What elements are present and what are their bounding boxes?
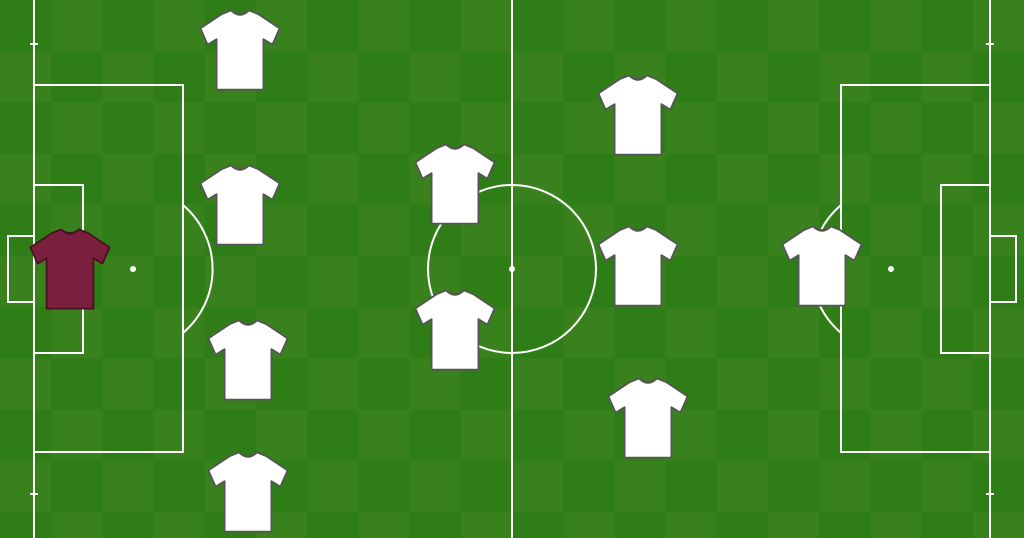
shirt-icon: [414, 143, 496, 225]
shirt-icon: [597, 74, 679, 156]
shirt-icon: [781, 225, 863, 307]
shirt-icon: [607, 377, 689, 459]
shirt-icon: [414, 289, 496, 371]
player-shirt-midfielder-3[interactable]: [590, 70, 686, 160]
player-shirt-midfielder-1[interactable]: [407, 139, 503, 229]
player-shirt-defender-2[interactable]: [192, 160, 288, 250]
player-shirt-midfielder-4[interactable]: [590, 221, 686, 311]
shirt-icon: [597, 225, 679, 307]
shirt-icon: [207, 451, 289, 533]
player-shirt-midfielder-5[interactable]: [600, 373, 696, 463]
player-shirt-defender-3[interactable]: [200, 315, 296, 405]
shirt-icon: [199, 9, 281, 91]
player-shirt-goalkeeper[interactable]: [22, 224, 118, 314]
player-shirt-defender-4[interactable]: [200, 447, 296, 537]
shirt-icon: [199, 164, 281, 246]
player-shirt-forward-1[interactable]: [774, 221, 870, 311]
player-shirt-defender-1[interactable]: [192, 5, 288, 95]
shirt-icon: [207, 319, 289, 401]
shirt-icon: [29, 228, 111, 310]
player-shirt-midfielder-2[interactable]: [407, 285, 503, 375]
